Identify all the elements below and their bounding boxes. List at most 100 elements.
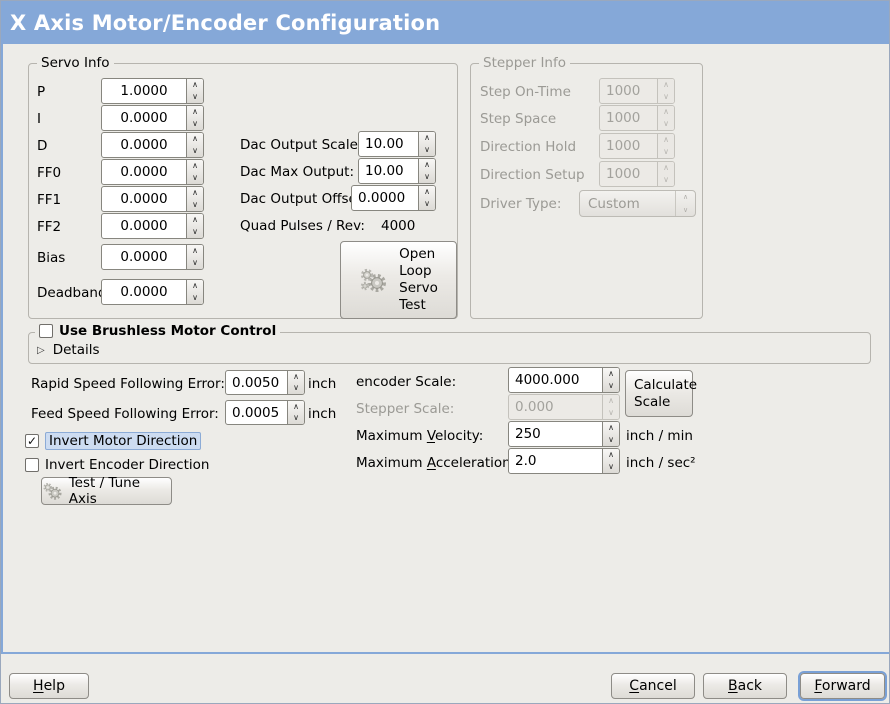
spin-down-icon[interactable]: ∨ xyxy=(608,381,614,390)
spin-up-icon[interactable]: ∧ xyxy=(192,134,198,143)
spin-buttons[interactable]: ∧∨ xyxy=(186,245,203,269)
maximum-acceleration-spinbox[interactable]: 2.0 ∧∨ xyxy=(508,448,620,474)
maximum-velocity-spinbox[interactable]: 250 ∧∨ xyxy=(508,421,620,447)
spin-buttons[interactable]: ∧∨ xyxy=(418,186,435,210)
spin-buttons[interactable]: ∧∨ xyxy=(287,371,304,394)
spin-up-icon[interactable]: ∧ xyxy=(293,401,299,411)
spin-up-icon[interactable]: ∧ xyxy=(424,160,430,169)
spin-up-icon[interactable]: ∧ xyxy=(608,423,614,432)
ff2-value[interactable]: 0.0000 xyxy=(120,218,168,234)
spin-down-icon[interactable]: ∨ xyxy=(192,92,198,101)
i-spinbox[interactable]: 0.0000 ∧∨ xyxy=(101,105,204,131)
spin-down-icon[interactable]: ∨ xyxy=(608,435,614,444)
dac-max-output-spinbox[interactable]: 10.00 ∧∨ xyxy=(358,158,436,184)
spin-buttons[interactable]: ∧∨ xyxy=(418,132,435,156)
ff0-value[interactable]: 0.0000 xyxy=(120,164,168,180)
spin-down-icon[interactable]: ∨ xyxy=(192,258,198,267)
use-brushless-label[interactable]: Use Brushless Motor Control xyxy=(59,323,277,339)
back-button[interactable]: Back xyxy=(703,673,787,699)
spin-down-icon[interactable]: ∨ xyxy=(192,119,198,128)
open-loop-servo-test-button[interactable]: Open Loop Servo Test xyxy=(340,241,457,319)
spin-down-icon[interactable]: ∨ xyxy=(192,227,198,236)
dac-max-output-value[interactable]: 10.00 xyxy=(365,163,404,179)
forward-button[interactable]: Forward xyxy=(800,673,885,699)
spin-up-icon[interactable]: ∧ xyxy=(608,450,614,459)
dac-output-scale-spinbox[interactable]: 10.00 ∧∨ xyxy=(358,131,436,157)
spin-down-icon[interactable]: ∨ xyxy=(192,146,198,155)
bias-spinbox[interactable]: 0.0000 ∧∨ xyxy=(101,244,204,270)
invert-motor-checkbox[interactable]: ✓ xyxy=(25,434,39,448)
spin-buttons[interactable]: ∧∨ xyxy=(418,159,435,183)
spin-up-icon[interactable]: ∧ xyxy=(192,188,198,197)
use-brushless-checkbox-row[interactable]: Use Brushless Motor Control xyxy=(35,323,281,339)
spin-down-icon[interactable]: ∨ xyxy=(608,462,614,471)
test-tune-axis-button[interactable]: Test / Tune Axis xyxy=(41,475,172,507)
dac-output-scale-value[interactable]: 10.00 xyxy=(365,136,404,152)
invert-encoder-label[interactable]: Invert Encoder Direction xyxy=(45,457,210,473)
spin-buttons[interactable]: ∧∨ xyxy=(602,449,619,473)
spin-up-icon[interactable]: ∧ xyxy=(424,133,430,142)
spin-buttons[interactable]: ∧∨ xyxy=(186,79,203,103)
maximum-velocity-value[interactable]: 250 xyxy=(515,426,541,442)
dac-output-offset-spinbox[interactable]: 0.0000 ∧∨ xyxy=(351,185,436,211)
ff2-spinbox[interactable]: 0.0000 ∧∨ xyxy=(101,213,204,239)
spin-down-icon[interactable]: ∨ xyxy=(192,173,198,182)
spin-up-icon[interactable]: ∧ xyxy=(192,161,198,170)
dac-output-offset-value[interactable]: 0.0000 xyxy=(358,190,406,206)
bias-value[interactable]: 0.0000 xyxy=(120,249,168,265)
spin-down-icon[interactable]: ∨ xyxy=(424,199,430,208)
rapid-following-error-spinbox[interactable]: 0.0050 ∧∨ xyxy=(225,370,305,395)
spin-buttons[interactable]: ∧∨ xyxy=(186,106,203,130)
spin-up-icon[interactable]: ∧ xyxy=(192,215,198,224)
spin-buttons[interactable]: ∧∨ xyxy=(186,187,203,211)
spin-buttons[interactable]: ∧∨ xyxy=(186,160,203,184)
feed-following-error-spinbox[interactable]: 0.0005 ∧∨ xyxy=(225,400,305,425)
details-label[interactable]: Details xyxy=(52,342,100,358)
ff1-value[interactable]: 0.0000 xyxy=(120,191,168,207)
spin-down-icon[interactable]: ∨ xyxy=(192,293,198,302)
spin-down-icon[interactable]: ∨ xyxy=(424,172,430,181)
encoder-scale-value[interactable]: 4000.000 xyxy=(515,372,580,388)
maximum-acceleration-value[interactable]: 2.0 xyxy=(515,453,537,469)
page-title: X Axis Motor/Encoder Configuration xyxy=(10,10,441,35)
deadband-spinbox[interactable]: 0.0000 ∧∨ xyxy=(101,279,204,305)
rapid-following-error-value[interactable]: 0.0050 xyxy=(232,374,280,391)
spin-buttons[interactable]: ∧∨ xyxy=(186,280,203,304)
calculate-scale-button[interactable]: Calculate Scale xyxy=(625,370,697,417)
spin-buttons[interactable]: ∧∨ xyxy=(287,401,304,424)
expander-arrow-icon[interactable]: ▷ xyxy=(37,344,45,356)
spin-up-icon[interactable]: ∧ xyxy=(293,371,299,381)
spin-up-icon[interactable]: ∧ xyxy=(192,246,198,255)
help-button[interactable]: Help xyxy=(9,673,89,699)
deadband-value[interactable]: 0.0000 xyxy=(120,284,168,300)
spin-down-icon[interactable]: ∨ xyxy=(293,413,299,423)
cancel-button[interactable]: Cancel xyxy=(611,673,695,699)
invert-encoder-checkbox[interactable] xyxy=(25,458,39,472)
ff1-spinbox[interactable]: 0.0000 ∧∨ xyxy=(101,186,204,212)
invert-encoder-direction-row[interactable]: Invert Encoder Direction xyxy=(25,457,209,473)
spin-up-icon[interactable]: ∧ xyxy=(192,281,198,290)
spin-down-icon[interactable]: ∨ xyxy=(293,383,299,393)
spin-up-icon[interactable]: ∧ xyxy=(192,107,198,116)
spin-up-icon[interactable]: ∧ xyxy=(608,369,614,378)
spin-down-icon[interactable]: ∨ xyxy=(192,200,198,209)
spin-buttons[interactable]: ∧∨ xyxy=(186,214,203,238)
d-value[interactable]: 0.0000 xyxy=(120,137,168,153)
spin-buttons[interactable]: ∧∨ xyxy=(602,422,619,446)
spin-up-icon[interactable]: ∧ xyxy=(424,187,430,196)
details-expander[interactable]: ▷ Details xyxy=(37,342,100,358)
use-brushless-checkbox[interactable] xyxy=(39,324,53,338)
spin-down-icon[interactable]: ∨ xyxy=(424,145,430,154)
encoder-scale-spinbox[interactable]: 4000.000 ∧∨ xyxy=(508,367,620,393)
spin-buttons[interactable]: ∧∨ xyxy=(186,133,203,157)
invert-motor-direction-row[interactable]: ✓ Invert Motor Direction xyxy=(25,432,202,450)
i-value[interactable]: 0.0000 xyxy=(120,110,168,126)
p-value[interactable]: 1.0000 xyxy=(120,83,168,99)
feed-following-error-value[interactable]: 0.0005 xyxy=(232,404,280,421)
d-spinbox[interactable]: 0.0000 ∧∨ xyxy=(101,132,204,158)
ff0-spinbox[interactable]: 0.0000 ∧∨ xyxy=(101,159,204,185)
spin-up-icon[interactable]: ∧ xyxy=(192,80,198,89)
spin-buttons[interactable]: ∧∨ xyxy=(602,368,619,392)
p-spinbox[interactable]: 1.0000 ∧∨ xyxy=(101,78,204,104)
invert-motor-label[interactable]: Invert Motor Direction xyxy=(45,432,202,450)
